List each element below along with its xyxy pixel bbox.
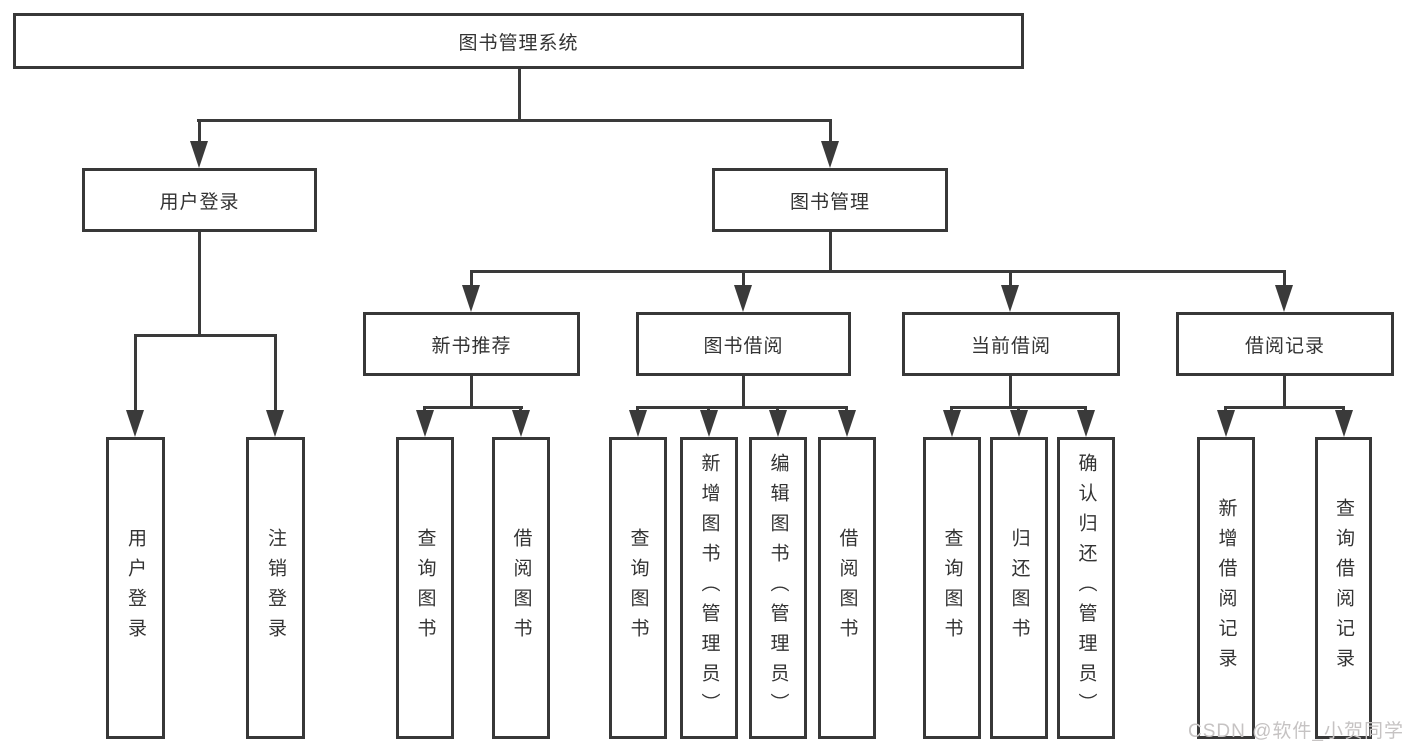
connector-user-login-stem <box>198 232 201 335</box>
node-leaf-cb-return-books-label: 归还图书 <box>1008 528 1030 648</box>
connector-user-login-hline <box>134 334 276 337</box>
node-leaf-user-login-label: 用户登录 <box>125 528 146 648</box>
connector-user-login-drop <box>198 119 201 145</box>
node-new-book-recommend-label: 新书推荐 <box>431 335 512 357</box>
node-leaf-bb-edit-books-admin: 编辑图书（管理员） <box>749 437 807 739</box>
connector-records-hline <box>1224 406 1345 409</box>
node-leaf-cb-confirm-return-admin: 确认归还（管理员） <box>1057 437 1115 739</box>
connector-book-borrow-hline <box>636 406 848 409</box>
node-leaf-cb-query-books: 查询图书 <box>923 437 981 739</box>
node-leaf-bb-edit-books-admin-label: 编辑图书（管理员） <box>767 453 789 723</box>
node-book-management-label: 图书管理 <box>789 191 870 213</box>
connector-level2-hline <box>197 119 832 122</box>
arrow-nb-borrow-icon <box>512 410 530 437</box>
arrow-user-login-icon <box>190 141 208 168</box>
arrow-book-borrow-icon <box>734 285 752 312</box>
node-root-label: 图书管理系统 <box>458 32 579 54</box>
node-leaf-bb-borrow-books-label: 借阅图书 <box>836 528 858 648</box>
node-leaf-logout-label: 注销登录 <box>265 528 286 648</box>
arrow-book-mgmt-icon <box>821 141 839 168</box>
connector-leaf-logout-drop <box>274 334 277 414</box>
node-leaf-nb-query-books: 查询图书 <box>396 437 454 739</box>
node-leaf-bb-borrow-books: 借阅图书 <box>818 437 876 739</box>
node-leaf-cb-confirm-return-admin-label: 确认归还（管理员） <box>1075 453 1097 723</box>
node-leaf-bb-add-books-admin-label: 新增图书（管理员） <box>698 453 720 723</box>
connector-level3-hline <box>470 270 1286 273</box>
connector-book-borrow-drop <box>742 270 745 288</box>
arrow-records-icon <box>1275 285 1293 312</box>
arrow-leaf-logout-icon <box>266 410 284 437</box>
node-leaf-br-query-record-label: 查询借阅记录 <box>1333 498 1354 678</box>
connector-records-stem <box>1283 376 1286 409</box>
connector-current-stem <box>1009 376 1012 409</box>
arrow-br-add-icon <box>1217 410 1235 437</box>
node-borrowing-records-label: 借阅记录 <box>1244 335 1325 357</box>
arrow-cb-confirm-icon <box>1077 410 1095 437</box>
node-new-book-recommend: 新书推荐 <box>363 312 580 376</box>
node-root: 图书管理系统 <box>13 13 1024 69</box>
node-current-borrowing-label: 当前借阅 <box>970 335 1051 357</box>
arrow-bb-borrow-icon <box>838 410 856 437</box>
connector-root-stem <box>518 69 521 121</box>
node-leaf-bb-query-books-label: 查询图书 <box>627 528 649 648</box>
connector-leaf-user-login-drop <box>134 334 137 414</box>
node-leaf-logout: 注销登录 <box>246 437 305 739</box>
arrow-bb-query-icon <box>629 410 647 437</box>
connector-new-book-drop <box>470 270 473 288</box>
connector-new-book-stem <box>470 376 473 409</box>
connector-new-book-hline <box>423 406 523 409</box>
connector-current-drop <box>1009 270 1012 288</box>
node-leaf-bb-query-books: 查询图书 <box>609 437 667 739</box>
node-book-borrowing: 图书借阅 <box>636 312 851 376</box>
node-current-borrowing: 当前借阅 <box>902 312 1120 376</box>
node-leaf-cb-query-books-label: 查询图书 <box>941 528 963 648</box>
connector-book-borrow-stem <box>742 376 745 409</box>
arrow-current-icon <box>1001 285 1019 312</box>
node-borrowing-records: 借阅记录 <box>1176 312 1394 376</box>
node-leaf-br-add-record: 新增借阅记录 <box>1197 437 1255 739</box>
node-user-login: 用户登录 <box>82 168 317 232</box>
node-leaf-nb-query-books-label: 查询图书 <box>414 528 436 648</box>
arrow-bb-edit-icon <box>769 410 787 437</box>
arrow-nb-query-icon <box>416 410 434 437</box>
node-leaf-br-add-record-label: 新增借阅记录 <box>1215 498 1237 678</box>
arrow-br-query-icon <box>1335 410 1353 437</box>
arrow-new-book-icon <box>462 285 480 312</box>
node-leaf-br-query-record: 查询借阅记录 <box>1315 437 1372 739</box>
arrow-cb-return-icon <box>1010 410 1028 437</box>
arrow-bb-add-icon <box>700 410 718 437</box>
connector-book-mgmt-stem <box>829 232 832 272</box>
csdn-watermark: CSDN @软件_小贺同学 <box>1188 721 1404 742</box>
node-leaf-user-login: 用户登录 <box>106 437 165 739</box>
node-leaf-cb-return-books: 归还图书 <box>990 437 1048 739</box>
arrow-cb-query-icon <box>943 410 961 437</box>
connector-records-drop <box>1283 270 1286 288</box>
node-leaf-bb-add-books-admin: 新增图书（管理员） <box>680 437 738 739</box>
node-book-borrowing-label: 图书借阅 <box>703 335 784 357</box>
node-book-management: 图书管理 <box>712 168 948 232</box>
arrow-leaf-user-login-icon <box>126 410 144 437</box>
connector-book-mgmt-drop <box>829 119 832 145</box>
node-leaf-nb-borrow-books: 借阅图书 <box>492 437 550 739</box>
node-user-login-label: 用户登录 <box>159 191 240 213</box>
node-leaf-nb-borrow-books-label: 借阅图书 <box>510 528 532 648</box>
